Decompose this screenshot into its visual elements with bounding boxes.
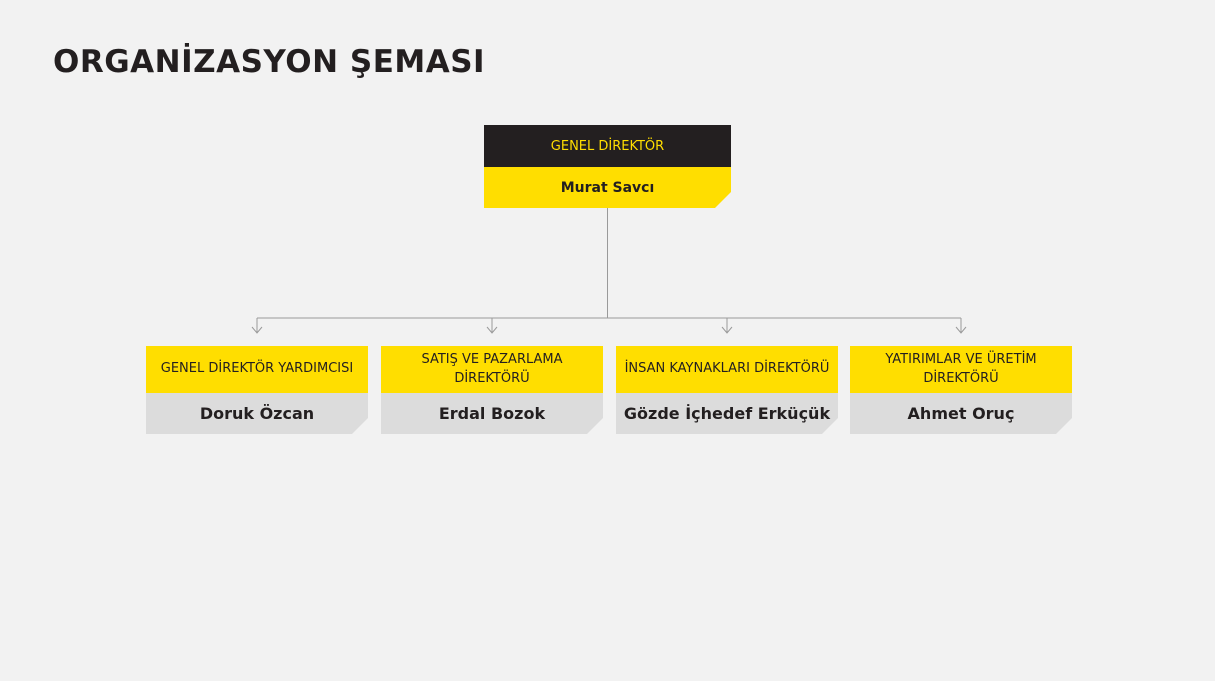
node-name: Ahmet Oruç [850, 393, 1072, 434]
arrow-head-1 [251, 326, 263, 334]
page-title: ORGANİZASYON ŞEMASI [53, 44, 486, 80]
node-investment-production-director: YATIRIMLAR VE ÜRETİM DİREKTÖRÜ Ahmet Oru… [850, 346, 1072, 434]
arrow-head-4 [955, 326, 967, 334]
node-general-director: GENEL DİREKTÖR Murat Savcı [484, 125, 731, 208]
node-role: SATIŞ VE PAZARLAMA DİREKTÖRÜ [381, 346, 603, 393]
node-name: Erdal Bozok [381, 393, 603, 434]
node-deputy-general-director: GENEL DİREKTÖR YARDIMCISI Doruk Özcan [146, 346, 368, 434]
node-role: YATIRIMLAR VE ÜRETİM DİREKTÖRÜ [850, 346, 1072, 393]
node-sales-marketing-director: SATIŞ VE PAZARLAMA DİREKTÖRÜ Erdal Bozok [381, 346, 603, 434]
node-name: Gözde İçhedef Erküçük [616, 393, 838, 434]
node-role: GENEL DİREKTÖR YARDIMCISI [146, 346, 368, 393]
node-hr-director: İNSAN KAYNAKLARI DİREKTÖRÜ Gözde İçhedef… [616, 346, 838, 434]
node-name: Murat Savcı [484, 167, 731, 208]
node-role: İNSAN KAYNAKLARI DİREKTÖRÜ [616, 346, 838, 393]
arrow-head-3 [721, 326, 733, 334]
node-role: GENEL DİREKTÖR [484, 125, 731, 167]
node-name: Doruk Özcan [146, 393, 368, 434]
arrow-head-2 [486, 326, 498, 334]
